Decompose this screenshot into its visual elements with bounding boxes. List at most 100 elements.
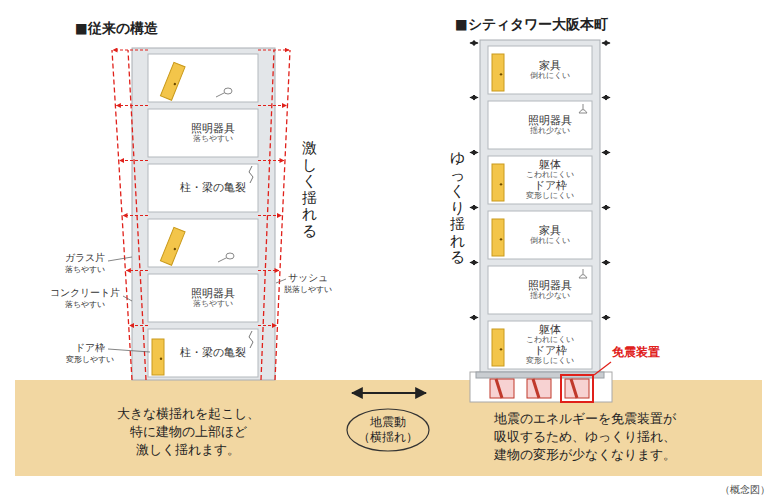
ground bbox=[15, 380, 762, 476]
item-note: 揺れ少ない bbox=[530, 292, 570, 301]
floor-box bbox=[488, 321, 592, 369]
small-arrow bbox=[602, 207, 610, 208]
item-note: 揺れ少ない bbox=[530, 127, 570, 136]
item-label: 柱・梁の亀裂 bbox=[180, 182, 246, 194]
explanation-text: 大きな横揺れを起こし、 特に建物の上部ほど 激しく揺れます。 bbox=[103, 405, 273, 460]
small-arrow bbox=[470, 43, 478, 44]
floor-box: 照明器具揺れ少ない bbox=[488, 266, 592, 314]
item-note: 落ちやすい bbox=[193, 300, 233, 309]
small-arrow bbox=[602, 262, 610, 263]
isolator-pit bbox=[470, 372, 612, 402]
callout-label: 免震装置 bbox=[612, 346, 660, 360]
vertical-caption: ゆっくり揺れる bbox=[450, 150, 465, 266]
ellipse-node: 地震動（横揺れ） bbox=[346, 408, 430, 452]
floor-box bbox=[488, 46, 592, 94]
item-note: 倒れにくい bbox=[530, 237, 570, 246]
vertical-caption: 激しく揺れる bbox=[302, 140, 317, 239]
item-label: 家具 bbox=[539, 60, 561, 72]
sway-arrow bbox=[126, 270, 148, 271]
building-frame bbox=[480, 40, 600, 372]
callout-label: ドア枠 bbox=[75, 342, 105, 354]
sway-arrow bbox=[130, 325, 148, 326]
sway-arrow bbox=[116, 105, 148, 106]
callout-label: サッシュ bbox=[288, 272, 328, 284]
motion-arrow bbox=[352, 392, 426, 394]
lamp-icon bbox=[218, 253, 234, 262]
door-icon bbox=[160, 227, 185, 265]
node-label: （横揺れ） bbox=[358, 430, 418, 445]
isolator bbox=[527, 379, 551, 398]
callout-note: 落ちやすい bbox=[65, 300, 105, 309]
item-label: ドア枠 bbox=[534, 180, 567, 192]
building: ■シティタワー大阪本町家具倒れにくい照明器具揺れ少ない躯体こわれにくいドア枠変形… bbox=[480, 40, 600, 372]
callout-label: ガラス片 bbox=[65, 252, 105, 264]
node-label: 地震動 bbox=[370, 415, 406, 430]
crack-line bbox=[249, 331, 253, 348]
lamp-icon bbox=[579, 269, 587, 278]
floor-box: 照明器具揺れ少ない bbox=[488, 101, 592, 149]
sway-line bbox=[275, 50, 290, 380]
small-arrow bbox=[470, 152, 478, 153]
crack-line bbox=[249, 166, 253, 183]
small-arrow bbox=[602, 97, 610, 98]
sway-arrow bbox=[113, 50, 148, 51]
item-label: 照明器具 bbox=[528, 115, 572, 127]
floor-box bbox=[488, 266, 592, 314]
item-note: 変形しにくい bbox=[526, 192, 574, 201]
floor-box bbox=[488, 101, 592, 149]
item-note: こわれにくい bbox=[526, 171, 574, 180]
floor-box bbox=[488, 211, 592, 259]
callout-note: 落ちやすい bbox=[65, 265, 105, 274]
sway-arrow bbox=[123, 215, 148, 216]
floor-box bbox=[148, 329, 258, 377]
floor-box bbox=[148, 54, 258, 102]
floor-box: 柱・梁の亀裂 bbox=[148, 329, 258, 377]
leader-line bbox=[108, 349, 150, 352]
sway-arrow bbox=[258, 105, 286, 106]
item-note: こわれにくい bbox=[526, 336, 574, 345]
sway-arrow bbox=[258, 160, 284, 161]
small-arrow bbox=[602, 317, 610, 318]
floor-box: 家具倒れにくい bbox=[488, 211, 592, 259]
callout-label: コンクリート片 bbox=[50, 287, 120, 299]
lamp-icon bbox=[216, 88, 232, 97]
small-arrow bbox=[470, 317, 478, 318]
callout-note: 脱落しやすい bbox=[284, 285, 332, 294]
item-note: 倒れにくい bbox=[530, 72, 570, 81]
small-arrow bbox=[470, 207, 478, 208]
sway-line bbox=[261, 50, 274, 380]
building-drawings bbox=[108, 40, 611, 402]
sway-arrow bbox=[258, 270, 279, 271]
highlight-box bbox=[561, 375, 593, 402]
door-icon bbox=[492, 54, 504, 91]
floor-box: 躯体こわれにくいドア枠変形しにくい bbox=[488, 156, 592, 204]
door-icon bbox=[492, 219, 504, 256]
door-icon bbox=[492, 164, 504, 201]
item-note: 落ちやすい bbox=[193, 135, 233, 144]
item-label: 躯体 bbox=[539, 324, 561, 336]
leader-line bbox=[108, 257, 132, 261]
item-label: 躯体 bbox=[539, 159, 561, 171]
item-label: 家具 bbox=[539, 225, 561, 237]
leader-line bbox=[594, 362, 611, 375]
heading: ■従来の構造 bbox=[75, 20, 158, 38]
item-label: 照明器具 bbox=[191, 123, 235, 135]
small-arrow bbox=[470, 97, 478, 98]
item-label: 照明器具 bbox=[528, 280, 572, 292]
item-label: 柱・梁の亀裂 bbox=[180, 347, 246, 359]
sway-arrow bbox=[120, 160, 148, 161]
leader-line bbox=[276, 279, 286, 283]
floor-box: 躯体こわれにくいドア枠変形しにくい bbox=[488, 321, 592, 369]
small-arrow bbox=[602, 43, 610, 44]
leader-line bbox=[123, 296, 132, 301]
item-note: 変形しにくい bbox=[526, 357, 574, 366]
door-icon bbox=[160, 62, 185, 100]
floor-box: 柱・梁の亀裂 bbox=[148, 164, 258, 212]
small-arrow bbox=[602, 152, 610, 153]
sway-line bbox=[112, 50, 132, 380]
floor-box bbox=[148, 164, 258, 212]
item-label: ドア枠 bbox=[534, 345, 567, 357]
explanation-text: 地震のエネルギーを免震装置が 吸収するため、ゆっくり揺れ、 建物の変形が少なくな… bbox=[478, 410, 693, 465]
door-icon bbox=[152, 339, 164, 375]
floor-box: 照明器具落ちやすい bbox=[148, 274, 258, 322]
